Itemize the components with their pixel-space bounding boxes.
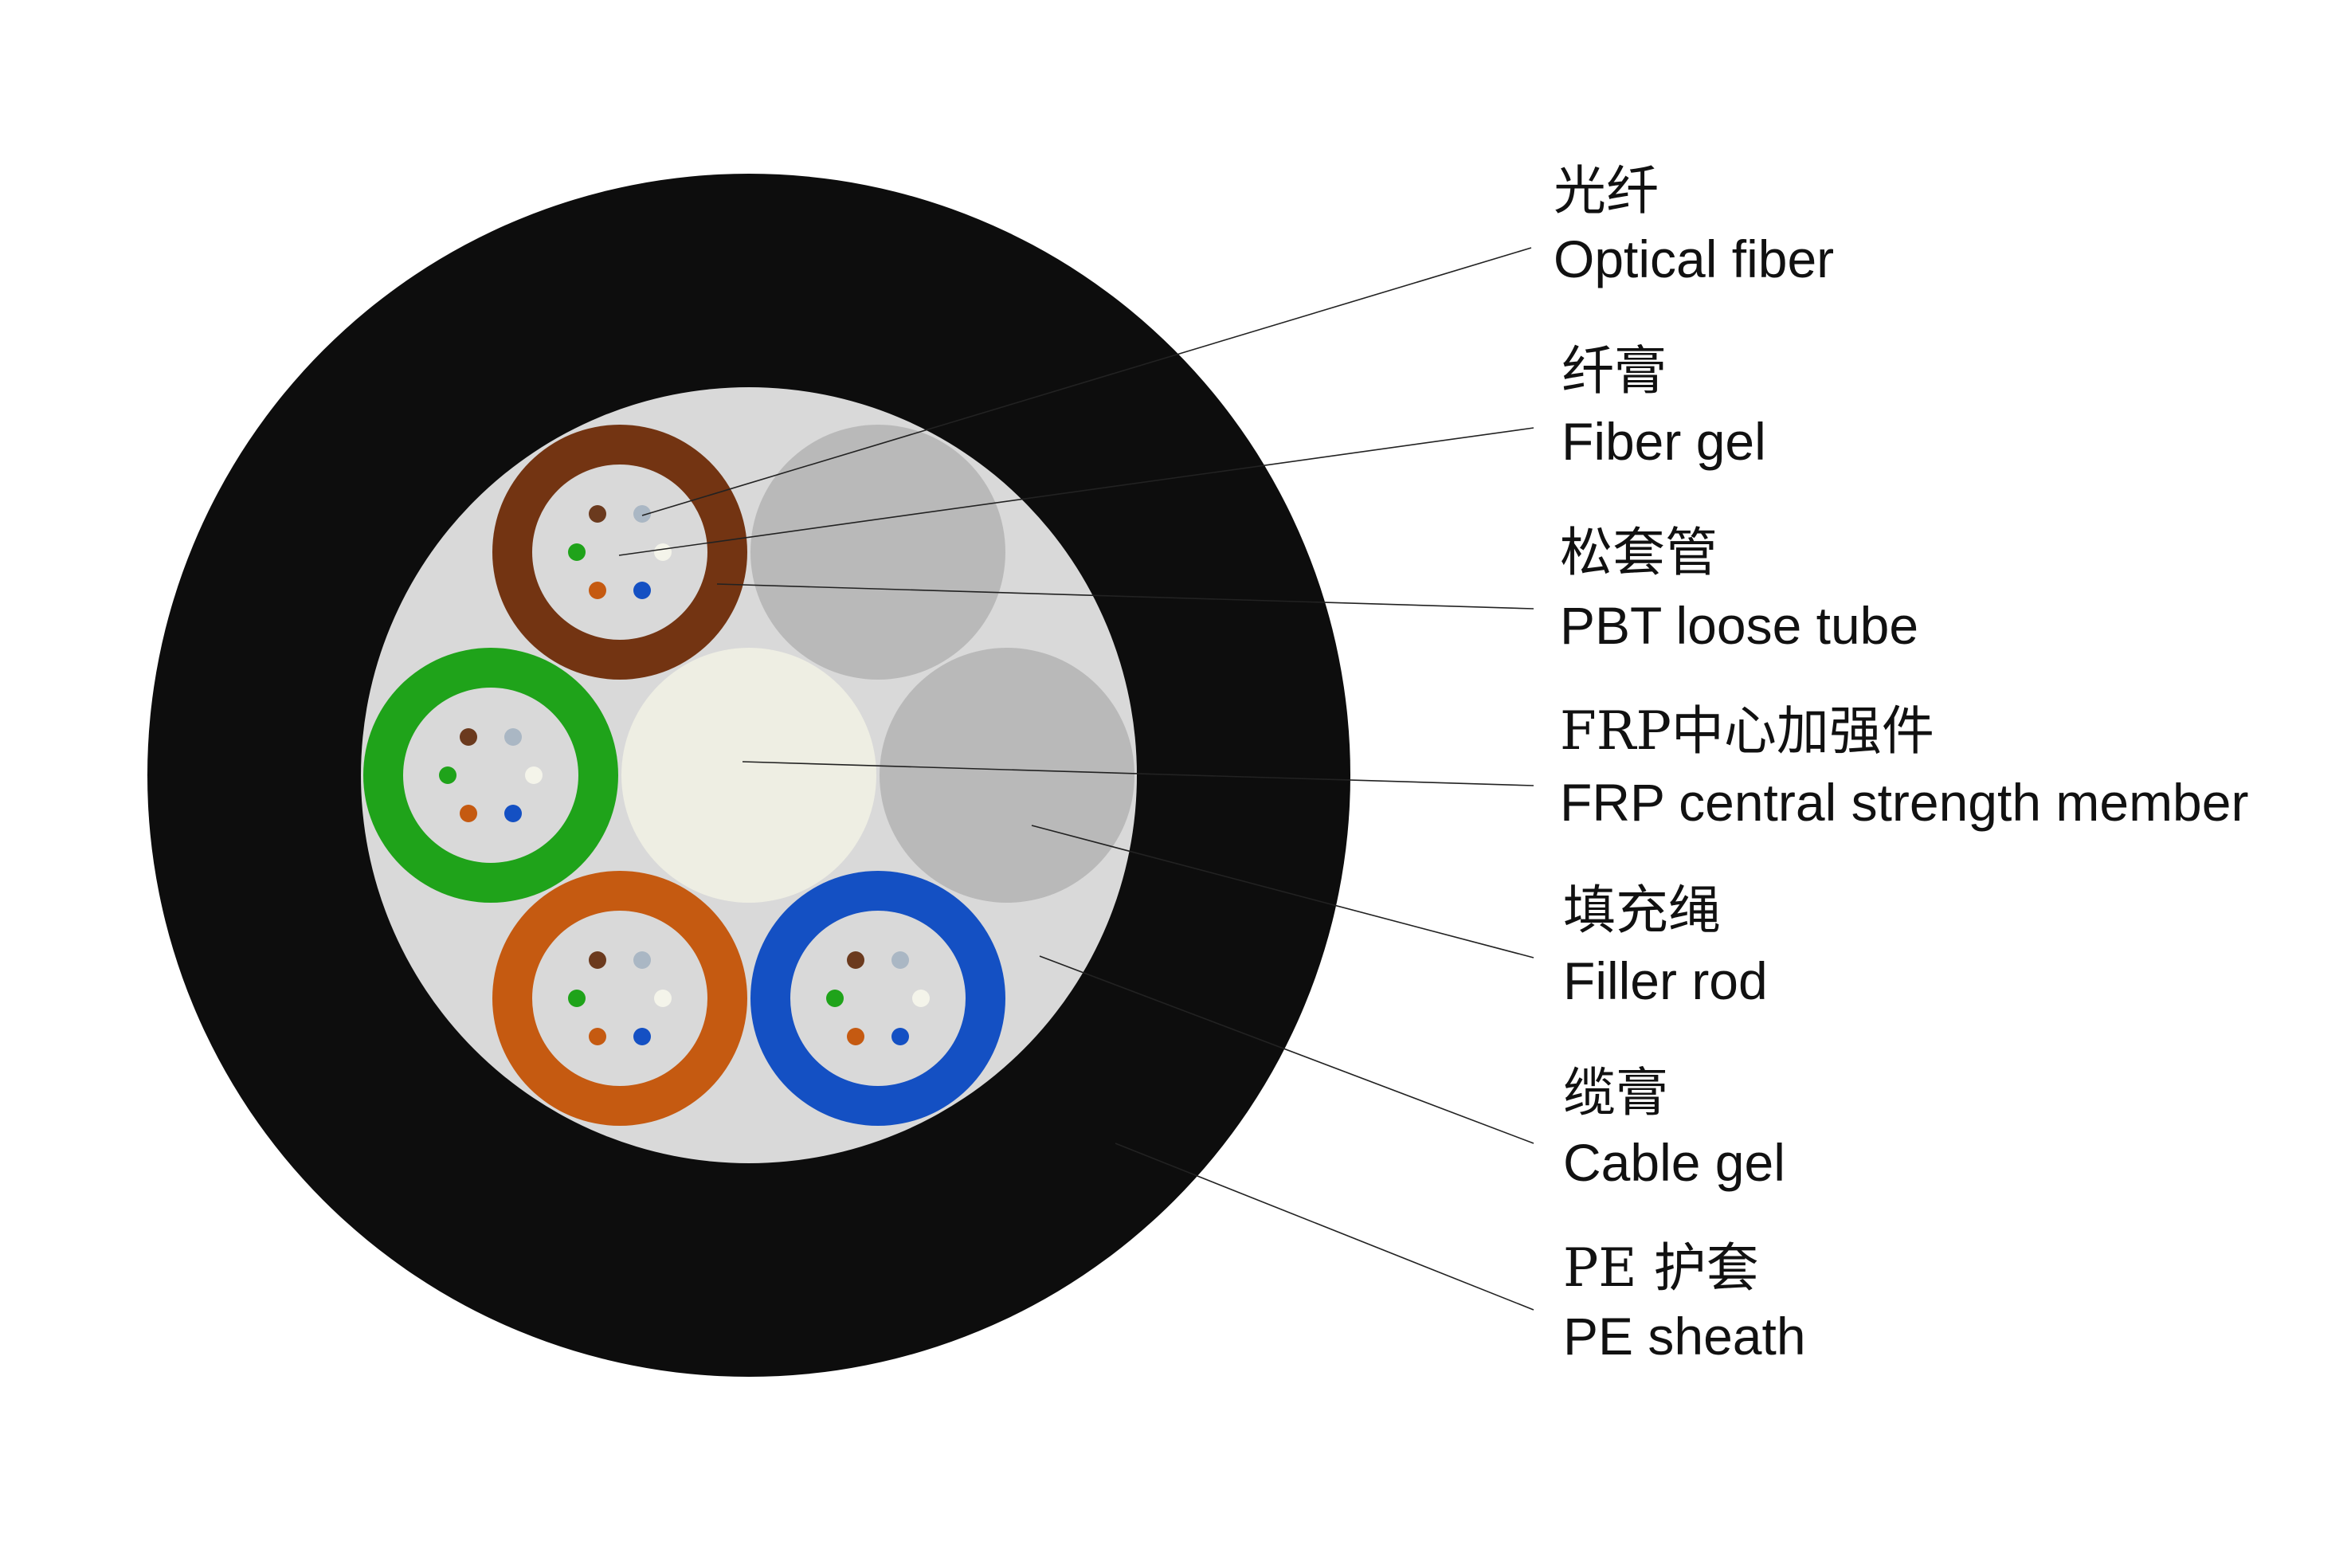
- label-optical-fiber: 光纤 Optical fiber: [1554, 160, 1834, 288]
- label-optical-fiber-en: Optical fiber: [1554, 229, 1834, 288]
- label-pbt-loose-tube-en: PBT loose tube: [1560, 596, 1918, 655]
- label-fiber-gel: 纤膏 Fiber gel: [1561, 340, 1766, 471]
- label-pbt-loose-tube-cn: 松套管: [1560, 522, 1718, 583]
- optical-fiber: [891, 951, 909, 969]
- optical-fiber: [568, 543, 586, 561]
- label-pbt-loose-tube: 松套管 PBT loose tube: [1560, 522, 1918, 655]
- frp-central-strength-member: [621, 648, 876, 903]
- leader-line-optical-fiber: [641, 247, 1532, 516]
- loose-tube-tube-orange: [492, 871, 747, 1126]
- optical-fiber: [633, 951, 651, 969]
- optical-fiber: [589, 951, 606, 969]
- leader-line-pe-sheath: [1115, 1143, 1534, 1311]
- cable-cross-section: [147, 174, 1350, 1377]
- label-pe-sheath-cn: PE 护套: [1563, 1237, 1759, 1299]
- optical-fiber: [891, 1028, 909, 1045]
- fiber-gel: [532, 911, 707, 1086]
- optical-fiber: [654, 990, 672, 1007]
- optical-fiber: [439, 766, 456, 784]
- fiber-gel: [790, 911, 966, 1086]
- label-cable-gel-en: Cable gel: [1563, 1133, 1785, 1192]
- label-filler-rod-en: Filler rod: [1563, 951, 1768, 1010]
- leader-line-pbt-loose-tube: [716, 583, 1534, 610]
- leader-line-filler-rod: [1031, 825, 1534, 958]
- leader-line-fiber-gel: [618, 427, 1534, 556]
- optical-fiber: [460, 805, 477, 822]
- label-cable-gel-cn: 缆膏: [1563, 1062, 1668, 1123]
- optical-fiber: [633, 582, 651, 599]
- label-frp-member-en: FRP central strength member: [1560, 773, 2248, 832]
- optical-fiber: [504, 805, 522, 822]
- loose-tubes: [363, 425, 1005, 1126]
- label-fiber-gel-cn: 纤膏: [1561, 340, 1667, 402]
- leader-lines: [618, 247, 1534, 1311]
- optical-fiber: [847, 1028, 864, 1045]
- filler-rod: [880, 648, 1134, 903]
- label-filler-rod: 填充绳 Filler rod: [1563, 880, 1768, 1010]
- optical-fiber: [589, 582, 606, 599]
- optical-fiber: [654, 543, 672, 561]
- optical-fiber: [460, 728, 477, 746]
- optical-fiber: [525, 766, 543, 784]
- label-cable-gel: 缆膏 Cable gel: [1563, 1062, 1785, 1192]
- leader-line-frp-member: [742, 761, 1534, 786]
- label-filler-rod-cn: 填充绳: [1563, 880, 1721, 941]
- loose-tube-tube-brown: [492, 425, 747, 680]
- label-frp-member-cn: FRP中心加强件: [1560, 700, 1934, 762]
- optical-fiber: [568, 990, 586, 1007]
- loose-tube-tube-blue: [750, 871, 1005, 1126]
- filler-rod: [750, 425, 1005, 680]
- optical-fiber: [589, 1028, 606, 1045]
- optical-fiber: [633, 505, 651, 523]
- fiber-gel: [403, 688, 578, 863]
- label-fiber-gel-en: Fiber gel: [1561, 412, 1766, 471]
- label-pe-sheath-en: PE sheath: [1563, 1307, 1806, 1366]
- optical-fiber: [847, 951, 864, 969]
- label-pe-sheath: PE 护套 PE sheath: [1563, 1237, 1806, 1366]
- loose-tube-tube-green: [363, 648, 618, 903]
- optical-fiber: [633, 1028, 651, 1045]
- label-optical-fiber-cn: 光纤: [1554, 160, 1659, 221]
- optical-fiber: [912, 990, 930, 1007]
- optical-fiber: [589, 505, 606, 523]
- optical-fiber: [826, 990, 844, 1007]
- label-frp-member: FRP中心加强件 FRP central strength member: [1560, 700, 2248, 832]
- optical-fiber: [504, 728, 522, 746]
- fiber-gel: [532, 465, 707, 640]
- leader-line-cable-gel: [1039, 955, 1534, 1144]
- label-list: 光纤 Optical fiber 纤膏 Fiber gel 松套管 PBT loose t…: [1554, 160, 2248, 1366]
